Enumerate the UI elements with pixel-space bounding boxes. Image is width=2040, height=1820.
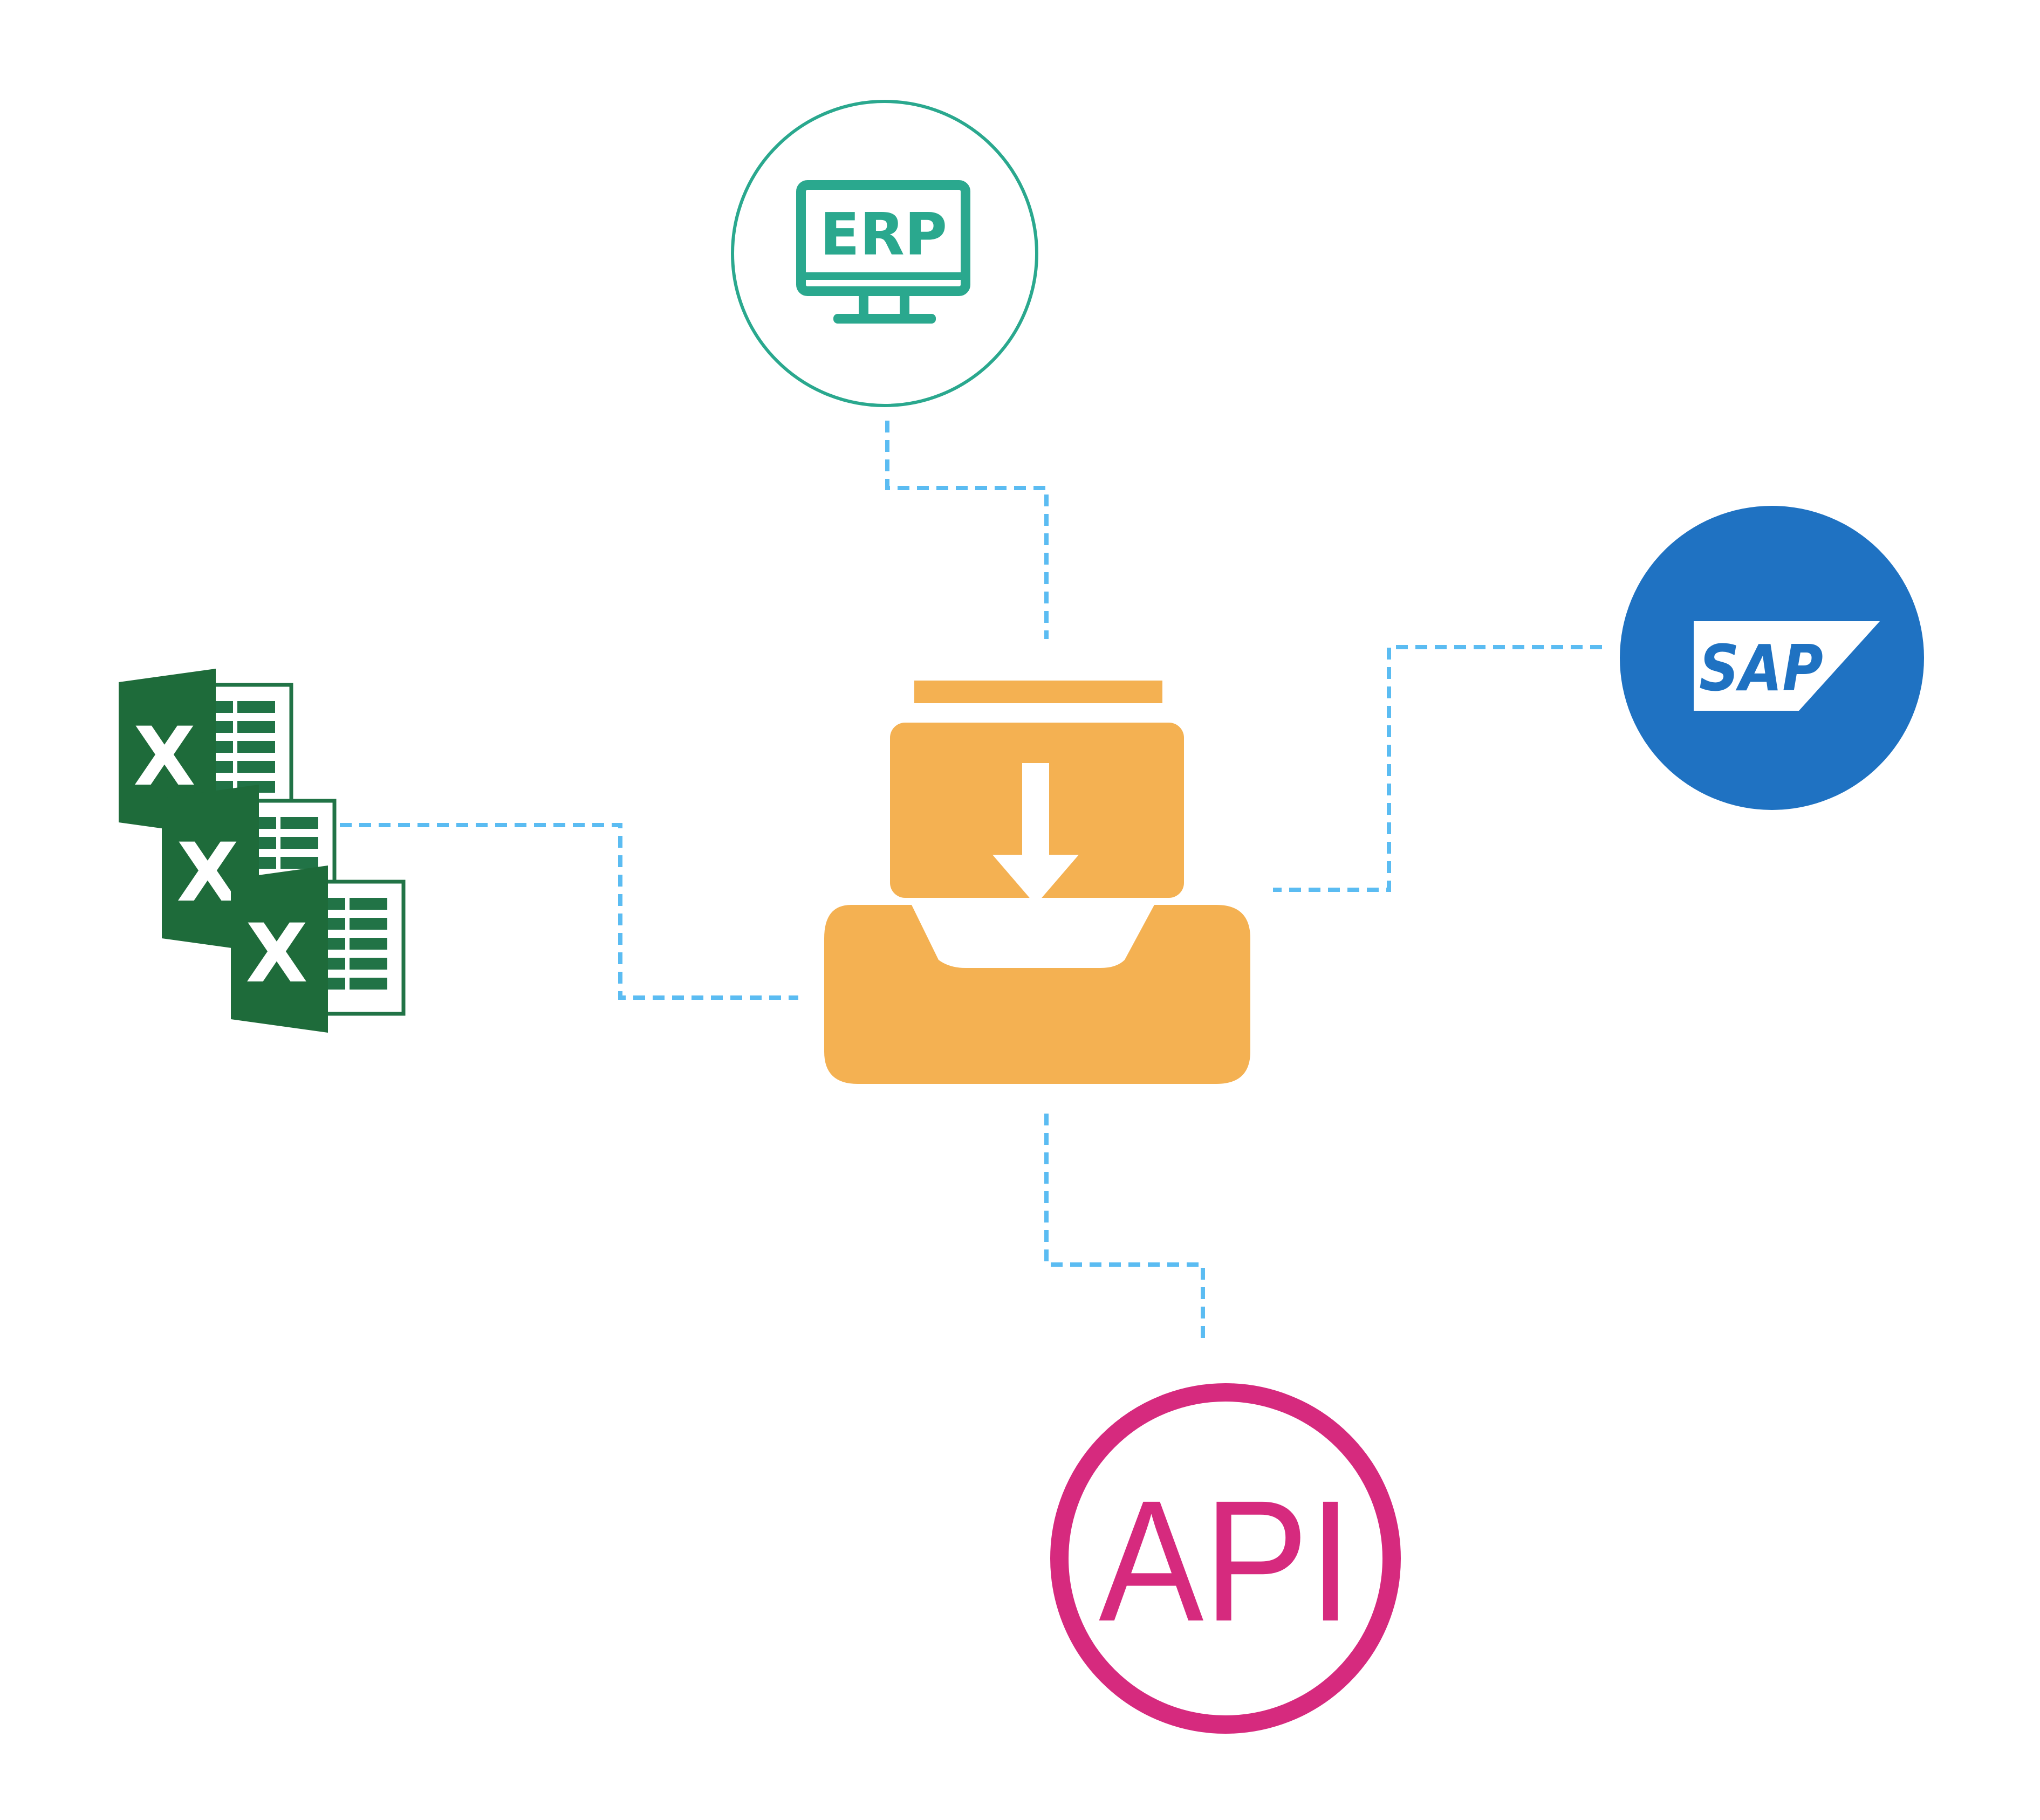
- excel-file-3-icon: X: [231, 866, 406, 1033]
- excel-letter-3: X: [245, 907, 308, 1001]
- sap-node: SAP: [1620, 506, 1924, 810]
- connector-sap-to-inbox: [1273, 645, 1602, 892]
- api-label: API: [1099, 1464, 1352, 1657]
- sap-logo-icon: SAP: [1694, 621, 1880, 711]
- inbox-download-icon: [824, 681, 1250, 1084]
- desktop-monitor-icon: [796, 180, 970, 324]
- download-arrow-icon: [992, 763, 1079, 905]
- sap-label: SAP: [1699, 631, 1823, 705]
- connectors: [340, 421, 1602, 1340]
- excel-letter-1: X: [133, 710, 196, 804]
- excel-letter-2: X: [176, 826, 239, 920]
- api-circle-icon: API: [1099, 1464, 1352, 1657]
- connector-excel-to-inbox: [340, 823, 798, 1000]
- connector-erp-to-inbox: [885, 421, 1049, 639]
- connector-inbox-to-api: [1044, 1114, 1205, 1340]
- erp-node: ERP: [731, 100, 1038, 407]
- excel-files-icon: X X X: [119, 669, 406, 1033]
- erp-label: ERP: [820, 201, 947, 269]
- api-node: API: [1050, 1383, 1401, 1734]
